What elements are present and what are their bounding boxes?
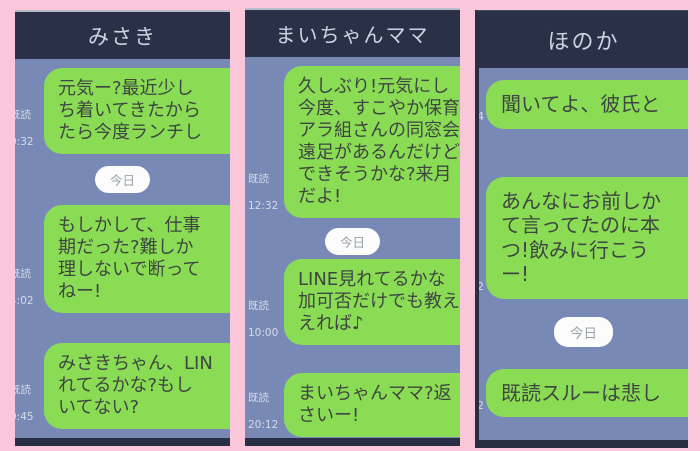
contact-name: まいちゃんママ <box>275 23 430 47</box>
message-row: 既読 4:02 もしかして、仕事 期だった?難しか 理しないで断って ねー! <box>15 205 230 313</box>
timestamp: 20:12 <box>248 419 279 432</box>
message-row: 既読 12:32 久しぶり!元気にし 今度、すこやか保育 アラ組さんの同窓会 遠… <box>245 66 460 218</box>
bottom-bar <box>245 438 460 446</box>
date-divider: 今日 <box>324 228 380 255</box>
chat-panel-honoka: ほのか 4 聞いてよ、彼氏と 2 あんなにお前しか て言ってたのに本 つ!飲みに… <box>475 10 688 448</box>
message-row: 既読 0:32 元気ー?最近少し ち着いてきたから たら今度ランチし <box>15 68 230 154</box>
read-label: 既読 <box>15 109 31 122</box>
read-receipt: 既読 10:00 <box>245 286 284 341</box>
message-row: 既読 0:45 みさきちゃん、LIN れてるかな?もし いてない? <box>15 343 230 429</box>
read-receipt: 既読 0:45 <box>15 370 44 425</box>
read-receipt: 2 <box>477 384 486 413</box>
message-bubble: 久しぶり!元気にし 今度、すこやか保育 アラ組さんの同窓会 遠足があるんだけど … <box>284 66 460 218</box>
chat-panel-maichan-mama: まいちゃんママ 既読 12:32 久しぶり!元気にし 今度、すこやか保育 アラ組… <box>245 8 460 446</box>
read-receipt: 既読 4:02 <box>15 254 44 309</box>
timestamp: 2 <box>477 280 484 294</box>
read-label: 既読 <box>15 268 31 281</box>
message-row: 既読 20:12 まいちゃんママ?返 さいー! <box>245 373 460 437</box>
read-receipt: 既読 20:12 <box>245 378 284 433</box>
contact-name: みさき <box>88 24 157 49</box>
chat-header: まいちゃんママ <box>245 8 460 57</box>
contact-name: ほのか <box>547 29 620 55</box>
read-label: 既読 <box>15 384 31 397</box>
bottom-bar <box>479 440 688 448</box>
read-receipt: 既読 0:32 <box>15 95 44 150</box>
message-row: 2 既読スルーは悲し <box>477 368 688 417</box>
timestamp: 4:02 <box>15 295 34 308</box>
date-divider: 今日 <box>554 316 613 347</box>
timestamp: 10:00 <box>248 327 279 340</box>
chat-body: 4 聞いてよ、彼氏と 2 あんなにお前しか て言ってたのに本 つ!飲みに行こう … <box>479 80 688 417</box>
timestamp: 0:45 <box>15 411 34 424</box>
chat-body: 既読 12:32 久しぶり!元気にし 今度、すこやか保育 アラ組さんの同窓会 遠… <box>245 66 460 437</box>
chat-panel-misaki: みさき 既読 0:32 元気ー?最近少し ち着いてきたから たら今度ランチし 今… <box>15 10 230 446</box>
message-row: 既読 10:00 LINE見れてるかな 加可否だけでも教え えれば♪ <box>245 259 460 345</box>
message-bubble: 聞いてよ、彼氏と <box>486 80 688 129</box>
read-receipt: 4 <box>477 96 486 125</box>
chat-body: 既読 0:32 元気ー?最近少し ち着いてきたから たら今度ランチし 今日 既読… <box>15 68 230 429</box>
message-bubble: 元気ー?最近少し ち着いてきたから たら今度ランチし <box>44 68 230 154</box>
message-bubble: あんなにお前しか て言ってたのに本 つ!飲みに行こう ー! <box>486 176 688 299</box>
read-label: 既読 <box>248 300 269 313</box>
message-bubble: LINE見れてるかな 加可否だけでも教え えれば♪ <box>284 259 460 345</box>
message-row: 4 聞いてよ、彼氏と <box>479 80 688 129</box>
date-divider: 今日 <box>94 166 150 193</box>
timestamp: 0:32 <box>15 136 34 149</box>
message-row: 2 あんなにお前しか て言ってたのに本 つ!飲みに行こう ー! <box>477 176 688 299</box>
read-receipt: 既読 12:32 <box>245 159 284 214</box>
read-receipt: 2 <box>477 266 486 295</box>
timestamp: 4 <box>477 110 484 124</box>
message-bubble: もしかして、仕事 期だった?難しか 理しないで断って ねー! <box>44 205 230 313</box>
message-bubble: まいちゃんママ?返 さいー! <box>284 373 460 437</box>
chat-header: ほのか <box>479 11 688 68</box>
chat-header: みさき <box>15 10 230 59</box>
timestamp: 2 <box>477 398 484 412</box>
message-bubble: 既読スルーは悲し <box>486 368 688 417</box>
timestamp: 12:32 <box>248 200 279 213</box>
read-label: 既読 <box>248 392 269 405</box>
read-label: 既読 <box>248 173 269 186</box>
message-bubble: みさきちゃん、LIN れてるかな?もし いてない? <box>44 343 230 429</box>
bottom-bar <box>15 438 230 446</box>
